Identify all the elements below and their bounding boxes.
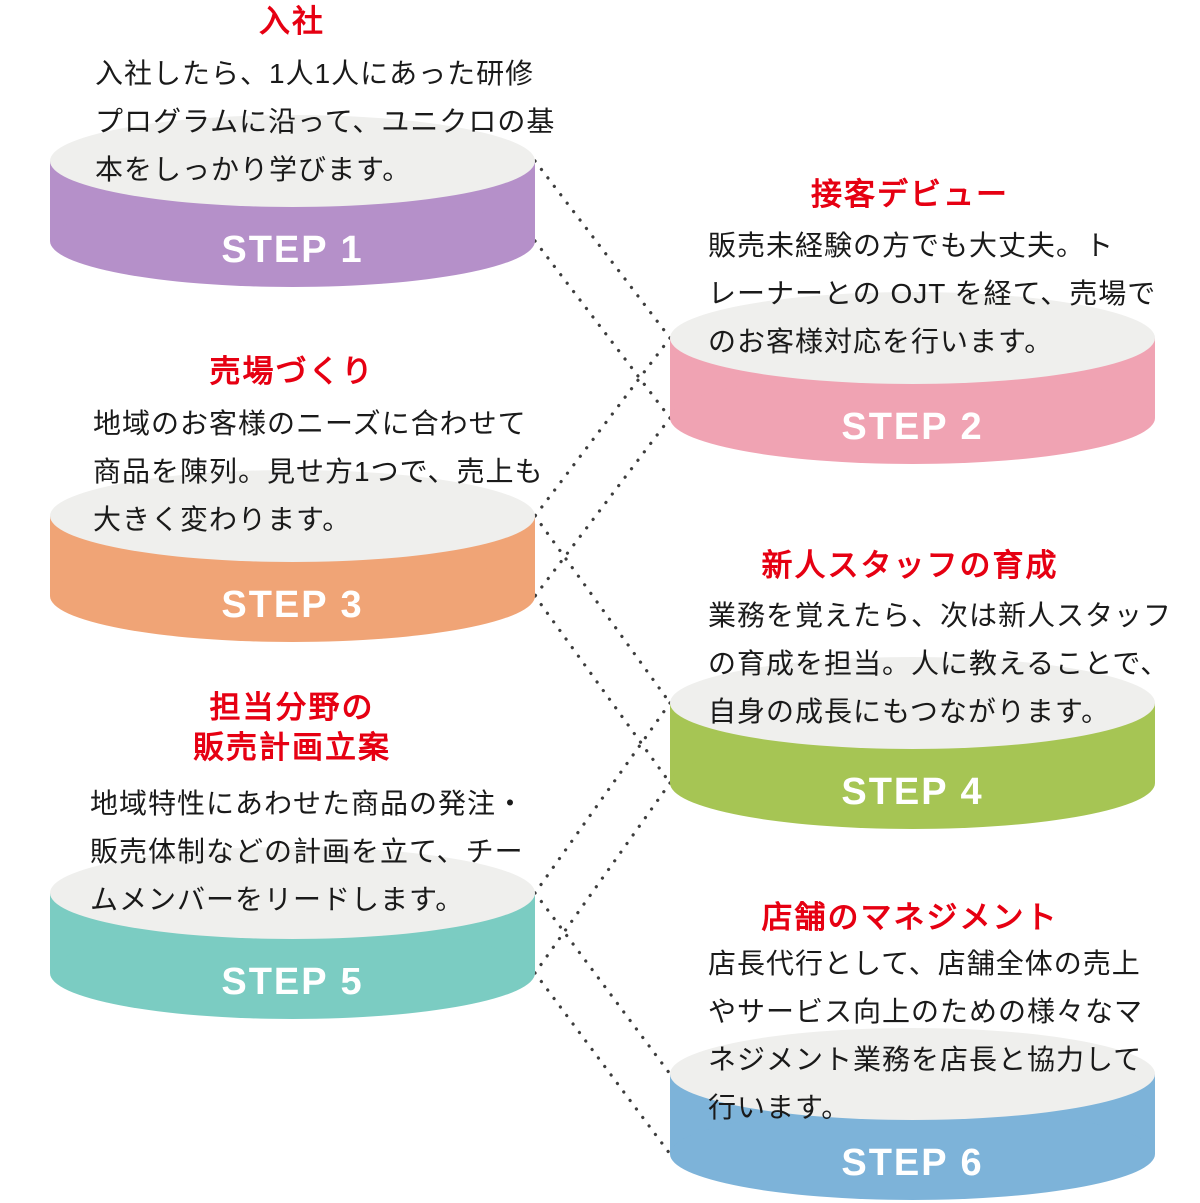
step5-disc: STEP 5 — [50, 847, 535, 1019]
step4-disc-top — [670, 657, 1155, 749]
step6-disc-top — [670, 1028, 1155, 1120]
connector-step1-step2 — [533, 159, 672, 420]
step3-disc: STEP 3 — [50, 470, 535, 642]
step6-disc: STEP 6 — [670, 1028, 1155, 1200]
step3-label: STEP 3 — [221, 584, 364, 626]
step1-disc-top — [50, 115, 535, 207]
step2-title: 接客デビュー — [811, 177, 1009, 212]
step1-label: STEP 1 — [221, 229, 364, 271]
step1-title: 入社 — [259, 4, 325, 39]
step5-title: 担当分野の 販売計画立案 — [193, 690, 391, 765]
connector-step5-step6 — [533, 891, 672, 1156]
step4-label: STEP 4 — [841, 771, 984, 813]
step6-title: 店舗のマネジメント — [761, 900, 1059, 935]
step2-disc-top — [670, 292, 1155, 384]
step4-title: 新人スタッフの育成 — [761, 548, 1059, 583]
step5-description: 地域特性にあわせた商品の発注・ 販売体制などの計画を立て、チー ムメンバーをリー… — [90, 788, 526, 915]
step2-disc-side-bottom — [670, 372, 1155, 464]
step2-disc: STEP 2 — [670, 292, 1155, 464]
step3-disc-top — [50, 470, 535, 562]
step6-label: STEP 6 — [841, 1142, 984, 1184]
step3-title: 売場づくり — [209, 354, 375, 389]
connector-step4-step5 — [533, 701, 672, 975]
step6-disc-side-bottom — [670, 1108, 1155, 1200]
step5-disc-side-bottom — [50, 927, 535, 1019]
step1-disc-side-bottom — [50, 195, 535, 287]
step1-description: 入社したら、1人1人にあった研修 プログラムに沿って、ユニクロの基 本をしっかり… — [95, 58, 556, 185]
step2-label: STEP 2 — [841, 406, 984, 448]
step5-label: STEP 5 — [221, 961, 364, 1003]
step3-description: 地域のお客様のニーズに合わせて 商品を陳列。見せ方1つで、売上も 大きく変わりま… — [93, 408, 544, 535]
step1-disc: STEP 1 — [50, 115, 535, 287]
step4-disc-side-bottom — [670, 737, 1155, 829]
step4-disc: STEP 4 — [670, 657, 1155, 829]
step4-description: 業務を覚えたら、次は新人スタッフ の育成を担当。人に教えることで、 自身の成長に… — [708, 600, 1173, 727]
step2-description: 販売未経験の方でも大丈夫。ト レーナーとの OJT を経て、売場で のお客様対応… — [708, 230, 1157, 357]
connector-step3-step4 — [533, 514, 672, 785]
step6-description: 店長代行として、店舗全体の売上 やサービス向上のための様々なマ ネジメント業務を… — [708, 948, 1144, 1123]
step3-disc-side-bottom — [50, 550, 535, 642]
step5-disc-top — [50, 847, 535, 939]
connector-step2-step3 — [533, 336, 672, 598]
